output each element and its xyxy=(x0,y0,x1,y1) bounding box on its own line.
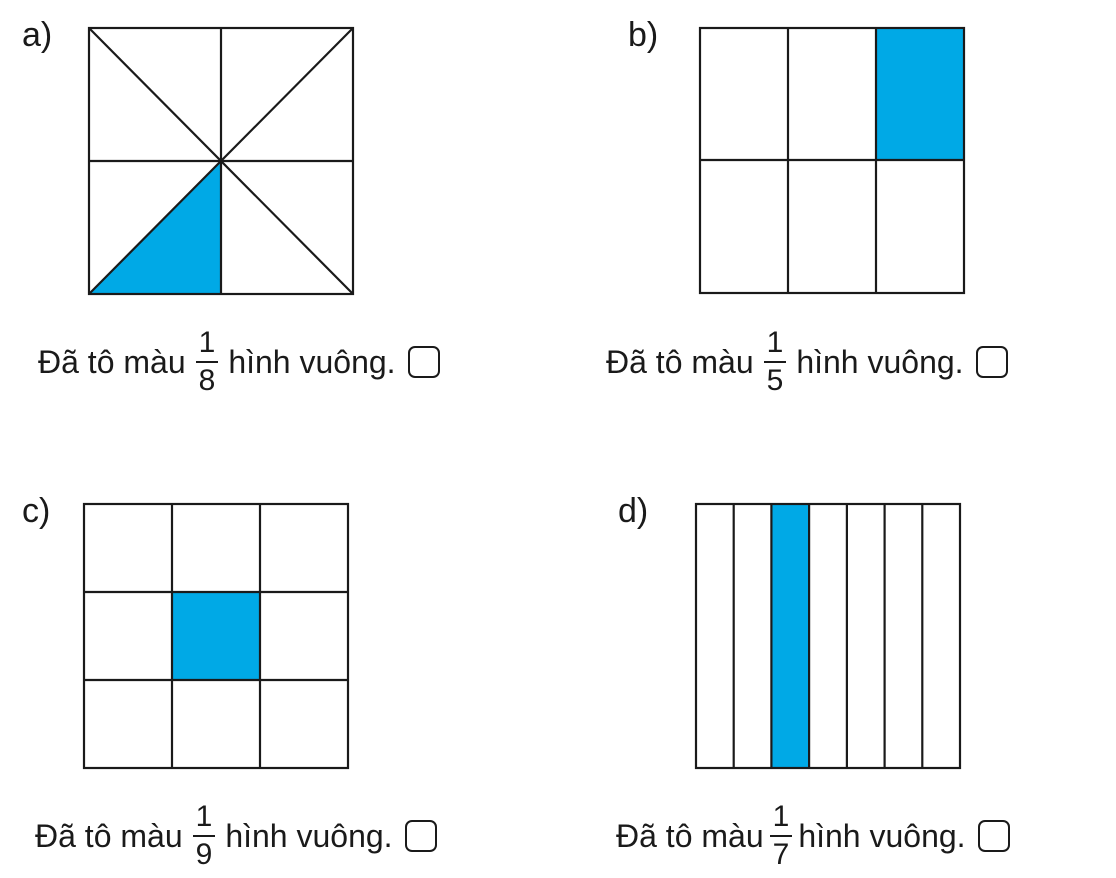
shaded-cell xyxy=(876,28,964,160)
square-outline xyxy=(82,502,350,770)
fraction-denominator: 8 xyxy=(198,364,216,397)
answer-checkbox-d[interactable] xyxy=(977,820,1010,852)
fraction-denominator: 5 xyxy=(766,364,784,397)
diagonal-line xyxy=(88,27,354,295)
fraction-bar xyxy=(195,361,219,363)
statement-a: Đã tô màu 1 8 hình vuông. xyxy=(38,322,440,402)
statement-d: Đã tô màu 1 7 hình vuông. xyxy=(616,796,1010,876)
fraction-d: 1 7 xyxy=(769,800,793,871)
fraction-numerator: 1 xyxy=(772,800,790,833)
fraction-denominator: 9 xyxy=(195,838,213,871)
statement-suffix: hình vuông. xyxy=(228,343,396,380)
fraction-a: 1 8 xyxy=(195,326,219,397)
statement-b: Đã tô màu 1 5 hình vuông. xyxy=(606,322,1008,402)
square-outline xyxy=(694,502,962,770)
statement-prefix: Đã tô màu xyxy=(616,817,764,854)
figure-d-square-sevenths xyxy=(694,502,962,770)
statement-suffix: hình vuông. xyxy=(225,817,393,854)
figure-c-square-ninths xyxy=(82,502,350,770)
statement-suffix: hình vuông. xyxy=(798,817,966,854)
fraction-c: 1 9 xyxy=(192,800,216,871)
fraction-numerator: 1 xyxy=(766,326,784,359)
statement-prefix: Đã tô màu xyxy=(35,817,183,854)
fraction-numerator: 1 xyxy=(198,326,216,359)
answer-checkbox-b[interactable] xyxy=(975,346,1008,378)
fraction-bar xyxy=(769,835,793,837)
shaded-cell xyxy=(172,592,260,680)
item-c-label: c) xyxy=(22,492,51,530)
statement-suffix: hình vuông. xyxy=(796,343,964,380)
fraction-denominator: 7 xyxy=(772,838,790,871)
fraction-bar xyxy=(763,361,787,363)
fraction-b: 1 5 xyxy=(763,326,787,397)
fraction-bar xyxy=(192,835,216,837)
item-a-label: a) xyxy=(22,16,53,54)
answer-checkbox-a[interactable] xyxy=(407,346,440,378)
statement-prefix: Đã tô màu xyxy=(606,343,754,380)
fraction-numerator: 1 xyxy=(195,800,213,833)
item-b-label: b) xyxy=(628,16,659,54)
figure-a-square-eighths xyxy=(87,26,355,296)
item-d-label: d) xyxy=(618,492,649,530)
shaded-strip xyxy=(771,504,810,768)
figure-b-rectangle-sixths xyxy=(698,26,966,295)
statement-c: Đã tô màu 1 9 hình vuông. xyxy=(35,796,437,876)
statement-prefix: Đã tô màu xyxy=(38,343,186,380)
answer-checkbox-c[interactable] xyxy=(404,820,437,852)
